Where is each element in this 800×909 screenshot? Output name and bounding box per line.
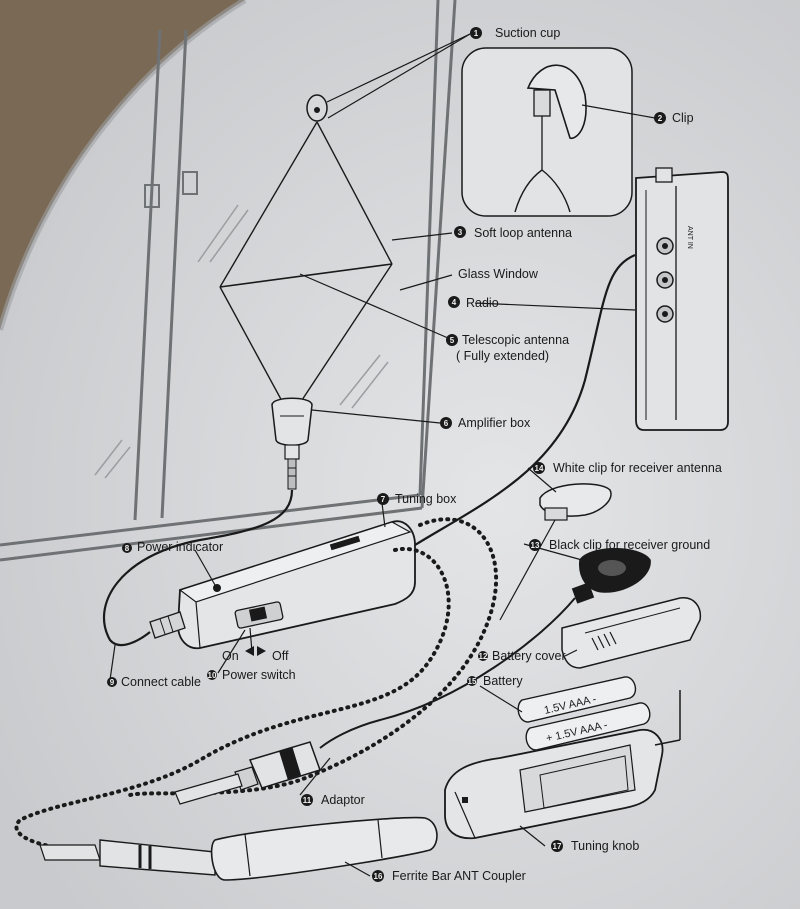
svg-text:( Fully extended): ( Fully extended) (456, 349, 549, 363)
svg-text:Connect cable: Connect cable (121, 675, 201, 689)
svg-text:Radio: Radio (466, 296, 499, 310)
black-clip (319, 548, 651, 749)
white-clip (499, 483, 612, 621)
svg-text:13: 13 (531, 541, 540, 550)
svg-text:15: 15 (468, 677, 477, 686)
svg-text:1: 1 (474, 29, 479, 38)
svg-text:White clip for receiver antenn: White clip for receiver antenna (553, 461, 722, 475)
label-battery: 15 Battery (467, 674, 523, 688)
tuning-box (177, 520, 416, 650)
label-telescopic-antenna: 5 Telescopic antenna ( Fully extended) (446, 333, 569, 363)
svg-text:Suction cup: Suction cup (495, 26, 560, 40)
svg-text:10: 10 (208, 671, 217, 680)
svg-text:Clip: Clip (672, 111, 694, 125)
connect-plug (149, 611, 186, 639)
svg-text:Soft loop antenna: Soft loop antenna (474, 226, 572, 240)
soft-loop-antenna-shape (219, 121, 393, 404)
label-clip: 2 Clip (654, 111, 694, 125)
label-tuning-knob: 17 Tuning knob (551, 839, 639, 853)
svg-text:Battery cover: Battery cover (492, 649, 566, 663)
window-frame (0, 0, 457, 562)
svg-text:14: 14 (535, 464, 544, 473)
svg-text:Adaptor: Adaptor (321, 793, 365, 807)
svg-text:Amplifier box: Amplifier box (458, 416, 531, 430)
svg-text:Off: Off (272, 649, 289, 663)
adaptor (174, 741, 321, 805)
paper-edge-shadow (0, 0, 247, 331)
label-on-off: On Off (222, 646, 289, 663)
svg-text:Battery: Battery (483, 674, 523, 688)
svg-text:Power indicator: Power indicator (137, 540, 223, 554)
label-tuning-box: 7 Tuning box (377, 492, 457, 506)
svg-text:Glass Window: Glass Window (458, 267, 539, 281)
svg-text:2: 2 (658, 114, 663, 123)
svg-text:Tuning box: Tuning box (395, 492, 457, 506)
clip-inset (461, 47, 633, 217)
svg-text:6: 6 (444, 419, 449, 428)
label-soft-loop-antenna: 3 Soft loop antenna (454, 226, 572, 240)
battery-compartment (444, 690, 681, 840)
connect-cable-shape (102, 489, 294, 647)
battery-cover (561, 597, 702, 669)
label-black-clip: 13 Black clip for receiver ground (529, 538, 710, 552)
label-power-switch: 10 Power switch (207, 668, 296, 682)
svg-text:16: 16 (374, 872, 383, 881)
svg-text:Ferrite Bar ANT Coupler: Ferrite Bar ANT Coupler (392, 869, 526, 883)
label-power-indicator: 8 Power indicator (122, 540, 223, 554)
svg-text:3: 3 (458, 228, 463, 237)
svg-text:Power switch: Power switch (222, 668, 296, 682)
svg-text:4: 4 (452, 298, 457, 307)
label-suction-cup: 1 Suction cup (470, 26, 560, 40)
svg-text:Telescopic antenna: Telescopic antenna (462, 333, 569, 347)
svg-text:12: 12 (479, 652, 488, 661)
label-radio: 4 Radio (448, 296, 499, 310)
radio-side-text: ANT IN (686, 226, 693, 249)
label-connect-cable: 9 Connect cable (107, 675, 201, 689)
svg-text:7: 7 (381, 495, 386, 504)
label-amplifier-box: 6 Amplifier box (440, 416, 531, 430)
svg-text:11: 11 (303, 796, 312, 805)
radio-cable (414, 253, 636, 546)
svg-text:Black clip for receiver ground: Black clip for receiver ground (549, 538, 710, 552)
suction-cup (306, 94, 328, 122)
label-white-clip: 14 White clip for receiver antenna (533, 461, 722, 475)
label-battery-cover: 12 Battery cover (478, 649, 566, 663)
ferrite-coupler (39, 816, 438, 881)
glass-reflections (94, 204, 389, 479)
telescopic-antenna-shape (219, 263, 393, 288)
svg-text:9: 9 (110, 678, 115, 687)
svg-text:17: 17 (553, 842, 562, 851)
label-adaptor: 11 Adaptor (301, 793, 365, 807)
label-ferrite-bar: 16 Ferrite Bar ANT Coupler (372, 869, 526, 883)
svg-text:On: On (222, 649, 239, 663)
svg-text:8: 8 (125, 544, 130, 553)
svg-text:Tuning knob: Tuning knob (571, 839, 639, 853)
svg-text:5: 5 (450, 336, 455, 345)
radio: ANT IN (635, 167, 729, 431)
label-glass-window: Glass Window (458, 267, 539, 281)
amplifier-box (271, 397, 313, 490)
